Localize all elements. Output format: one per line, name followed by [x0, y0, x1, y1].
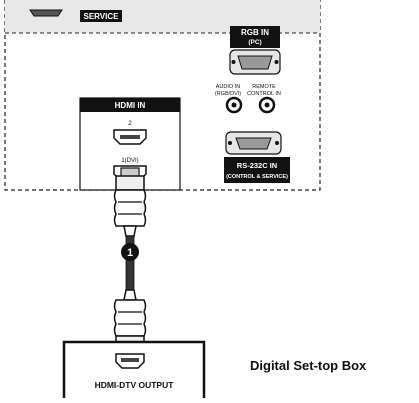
set-top-box-body	[62, 340, 206, 403]
rs232c-connector-body	[235, 137, 272, 150]
rs232c-screw-left	[228, 141, 232, 145]
audio-remote-ports: AUDIO IN (RGB/DVI) REMOTE CONTROL IN	[215, 84, 281, 114]
rgb-in-sublabel: (PC)	[248, 39, 261, 46]
remote-control-label: REMOTE	[252, 84, 276, 90]
service-label: SERVICE	[84, 12, 120, 21]
set-top-box: HDMI-DTV OUTPUT	[62, 340, 206, 403]
hdmi-plug-top-grip	[113, 189, 147, 227]
service-port: SERVICE	[29, 9, 122, 22]
set-top-box-name: Digital Set-top Box	[250, 358, 367, 373]
hdmi-dtv-output-label: HDMI-DTV OUTPUT	[95, 380, 175, 390]
step-number-badge	[121, 243, 139, 261]
service-label-box	[80, 10, 122, 22]
rgb-screw-left	[231, 60, 236, 64]
audio-in-label: AUDIO IN	[216, 84, 240, 90]
hdmi-in-label-box	[80, 98, 180, 112]
hdmi-plug-top-boot	[123, 225, 137, 237]
rgb-screw-right	[274, 60, 279, 64]
hdmi-port-1-label: 1(DVI)	[121, 158, 138, 164]
tv-rear-panel: SERVICE RGB IN (PC) AUDIO IN (RGB/DVI) R…	[4, 0, 321, 191]
rs232c-port: RS-232C IN (CONTROL & SERVICE)	[224, 131, 290, 183]
hdmi-plug-top-collar	[115, 175, 145, 191]
rs232c-label: RS-232C IN	[237, 161, 277, 170]
service-port-connector	[29, 9, 63, 17]
set-top-box-hdmi-pins	[121, 358, 139, 362]
rgb-in-label-box	[230, 26, 280, 48]
hdmi-cable: 1	[121, 235, 139, 291]
rgb-in-label: RGB IN	[241, 28, 269, 37]
rgb-connector-body	[237, 55, 273, 70]
step-number: 1	[127, 247, 133, 259]
hdmi-plug-bottom-grip	[113, 299, 147, 337]
rs232c-screw-right	[275, 141, 279, 145]
rs232c-sublabel: (CONTROL & SERVICE)	[226, 174, 288, 180]
hdmi-port-2-pins	[120, 135, 140, 139]
rgb-in-port: RGB IN (PC)	[229, 26, 281, 75]
remote-control-jack-center	[264, 102, 270, 108]
audio-in-sublabel: (RGB/DVI)	[215, 91, 241, 97]
hdmi-port-2-label: 2	[128, 121, 132, 127]
rs232c-label-box	[224, 157, 290, 183]
hdmi-plug-bottom-boot	[123, 289, 137, 301]
hdmi-plug-top	[113, 167, 147, 237]
remote-control-sublabel: CONTROL IN	[247, 91, 281, 97]
hdmi-in-label: HDMI IN	[115, 101, 146, 110]
audio-in-jack-center	[231, 102, 237, 108]
